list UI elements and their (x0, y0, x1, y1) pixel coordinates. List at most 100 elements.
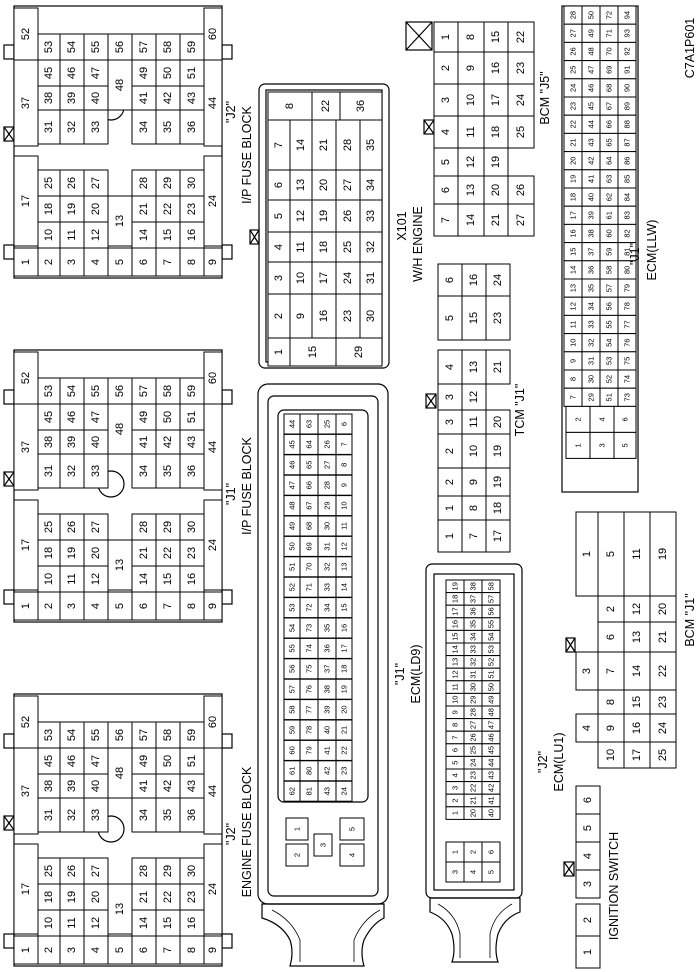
pin-label: 24 (207, 539, 219, 551)
pin-label: 20 (90, 547, 102, 559)
pin-label: 80 (623, 266, 632, 274)
ecm-lu1-pin-22: 22 (463, 781, 483, 795)
ecm-llw-pin-59: 59 (599, 242, 619, 262)
ecm-ld9-pin-8: 8 (335, 454, 353, 476)
ecm-ld9-pin-55: 55 (283, 637, 301, 659)
ecm-lu1-pin-4: 4 (445, 768, 465, 783)
ecm-ld9-pin-12: 12 (335, 535, 353, 557)
ip-fuse-block-j1-pin-14: 14 (131, 565, 157, 593)
ecm-ld9-pin-29: 29 (317, 495, 337, 517)
pin-label: 16 (468, 274, 480, 286)
pin-label: 1 (581, 551, 593, 557)
ip-fuse-block-j1-pin-24: 24 (203, 499, 223, 591)
ecm-llw-pin-39: 39 (581, 205, 601, 225)
engine-fuse-block-j2-pin-43: 43 (179, 773, 205, 799)
bcm-j1-pin-5: 5 (597, 511, 625, 597)
pin-label: 59 (186, 41, 198, 53)
ecm-llw-pin-37: 37 (581, 242, 601, 262)
pin-label: 25 (657, 749, 669, 761)
pin-label: 58 (162, 385, 174, 397)
engine-fuse-block-j2-pin-47: 47 (83, 747, 109, 775)
ip-fuse-block-j1-pin-50: 50 (155, 403, 181, 431)
pin-label: 54 (605, 339, 614, 347)
pin-label: 13 (468, 361, 480, 373)
pin-label: 13 (340, 563, 349, 571)
ecm-ld9-pin-57: 57 (283, 678, 301, 700)
ecm-llw-pin-32: 32 (581, 333, 601, 353)
pin-label: 42 (162, 780, 174, 792)
ip-fuse-block-j1-pin-8: 8 (179, 591, 205, 621)
ecm-llw-pin-87: 87 (617, 132, 637, 153)
ecm-lu1-pin-53: 53 (481, 642, 501, 657)
ip-fuse-block-j2-pin-26: 26 (59, 169, 85, 197)
pin-label: 11 (66, 229, 78, 240)
pin-label: 30 (186, 521, 198, 533)
ip-fuse-block-j2-pin-51: 51 (179, 59, 205, 87)
ecm-ld9-pin-81: 81 (299, 780, 319, 802)
pin-label: 56 (114, 729, 126, 741)
pin-label: 60 (207, 372, 219, 384)
engine-fuse-block-j2-pin-32: 32 (59, 797, 85, 833)
pin-label: 28 (138, 521, 150, 533)
pin-label: 20 (90, 203, 102, 215)
ecm-ld9-pin-62: 62 (283, 780, 301, 802)
pin-label: 43 (186, 436, 198, 448)
pin-label: 10 (43, 229, 55, 241)
ip-fuse-block-j1-pin-60: 60 (203, 351, 223, 405)
ecm-ld9-pin-52: 52 (283, 576, 301, 598)
ecm-lu1-pin-57: 57 (481, 592, 501, 606)
pin-label: 1 (20, 603, 32, 609)
pin-label: 15 (162, 573, 174, 585)
bcm-j1-pin-12: 12 (623, 595, 651, 623)
ecm-ld9-pin-7: 7 (335, 433, 353, 455)
bcm-j5-pin-11: 11 (457, 115, 485, 149)
pin-label: 27 (342, 179, 354, 191)
pin-label: 16 (340, 624, 349, 632)
ip-fuse-block-j2-pin-40: 40 (83, 85, 109, 111)
pin-label: 47 (288, 481, 297, 489)
ip-fuse-block-j1-pin-33: 33 (83, 453, 109, 489)
tcm-j1-pin-4-3: 4 (437, 349, 463, 385)
ecm-llw-pin-1: 1 (565, 431, 591, 459)
pin-label: 6 (487, 850, 496, 854)
pin-label: 8 (468, 505, 480, 511)
ecm-llw-pin-55: 55 (599, 314, 619, 335)
bcm-j5-pin-9: 9 (457, 51, 485, 85)
pin-label: 55 (90, 729, 102, 741)
pin-label: 63 (605, 175, 614, 183)
pin-label: 32 (323, 563, 332, 571)
pin-label: 33 (365, 210, 377, 222)
ip-fuse-block-j1-pin-6: 6 (131, 591, 157, 621)
pin-label: 16 (318, 310, 330, 322)
pin-label: 17 (340, 644, 349, 652)
x101-pin-17: 17 (311, 261, 337, 295)
ecm-llw-pin-47: 47 (581, 60, 601, 80)
ip-fuse-block-j2-name-label: I/P FUSE BLOCK (240, 105, 254, 203)
ip-fuse-block-j1-pin-49: 49 (131, 403, 157, 431)
ecm-llw-pin-50: 50 (581, 5, 601, 25)
pin-label: 37 (20, 97, 32, 109)
ecm-ld9-pin-39: 39 (317, 699, 337, 721)
ecm-llw-pin-52: 52 (599, 369, 619, 389)
ip-fuse-block-j1-pin-17: 17 (13, 499, 39, 591)
ecm-llw-pin-75: 75 (617, 351, 637, 371)
pin-label: 67 (305, 501, 314, 509)
pin-label: 5 (451, 761, 460, 765)
ip-fuse-block-j1-pin-58: 58 (155, 377, 181, 405)
pin-label: 21 (138, 547, 150, 559)
engine-fuse-block-j2-pin-52: 52 (13, 695, 39, 749)
engine-fuse-block-j2-pin-10: 10 (37, 909, 61, 937)
tcm-j1-pin-2-7: 2 (437, 467, 463, 497)
ip-fuse-block-j1-pin-1: 1 (13, 591, 39, 621)
pin-label: 57 (138, 385, 150, 397)
ecm-ld9-pin-30: 30 (317, 515, 337, 537)
pin-label: 14 (138, 917, 150, 929)
pin-label: 80 (305, 767, 314, 775)
bcm-j1-pin-8: 8 (597, 689, 625, 715)
engine-fuse-block-j2-pin-58: 58 (155, 721, 181, 749)
pin-label: 8 (186, 603, 198, 609)
pin-label: 1 (444, 505, 456, 511)
ecm-llw-pin-53: 53 (599, 351, 619, 371)
